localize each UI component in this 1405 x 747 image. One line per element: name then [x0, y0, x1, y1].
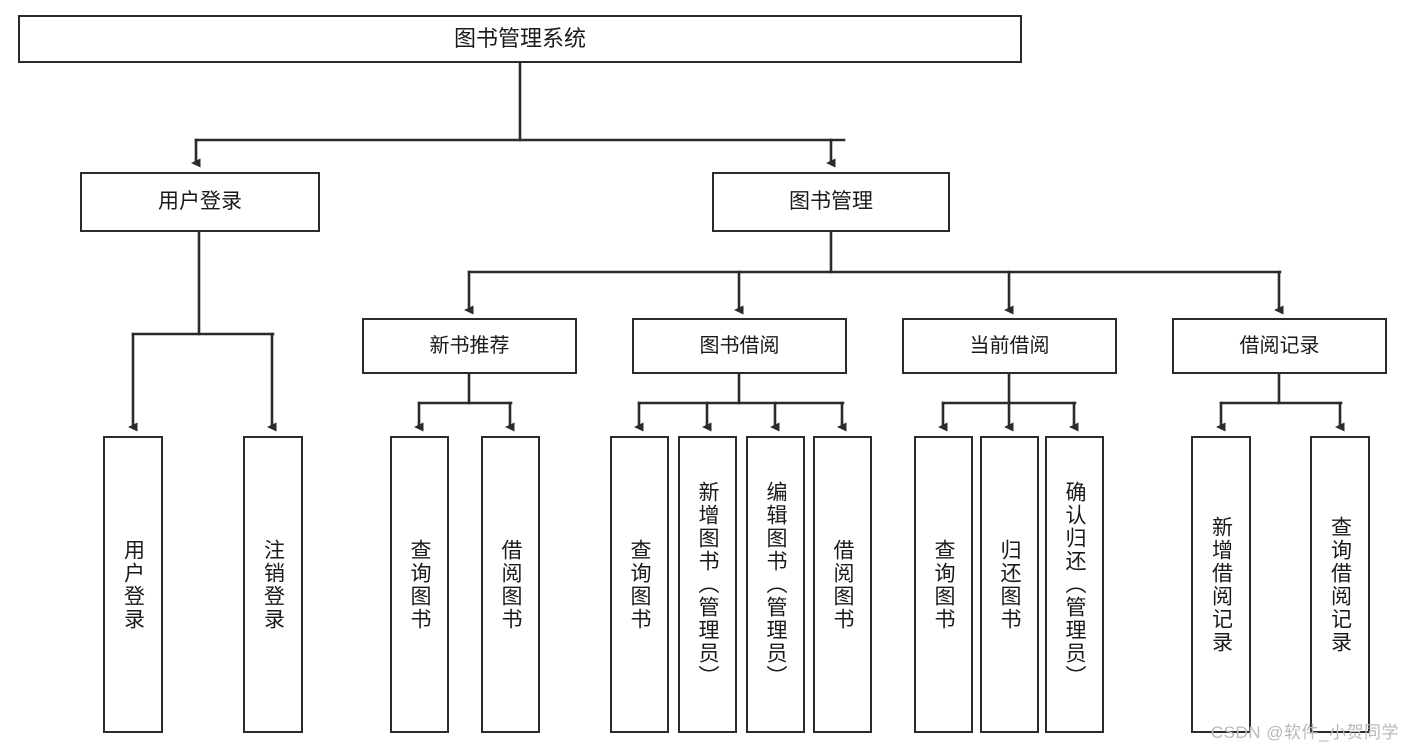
leaf-node-query-book-2-label: 查询图书: [628, 538, 651, 631]
leaf-node-add-record[interactable]: 新增借阅记录: [1191, 436, 1251, 733]
node-borrow-record-label: 借阅记录: [1239, 334, 1320, 357]
node-root-label: 图书管理系统: [453, 25, 586, 51]
leaf-node-edit-book-label: 编辑图书（管理员）: [764, 481, 787, 688]
node-current-borrow[interactable]: 当前借阅: [902, 318, 1117, 374]
node-book-borrow[interactable]: 图书借阅: [632, 318, 847, 374]
leaf-node-query-book-3[interactable]: 查询图书: [914, 436, 973, 733]
node-book-manage-label: 图书管理: [789, 190, 873, 214]
leaf-node-logout-login-label: 注销登录: [261, 538, 285, 631]
leaf-node-add-book[interactable]: 新增图书（管理员）: [678, 436, 737, 733]
leaf-node-return-book[interactable]: 归还图书: [980, 436, 1039, 733]
leaf-node-confirm-return[interactable]: 确认归还（管理员）: [1045, 436, 1104, 733]
node-new-book-recommend[interactable]: 新书推荐: [362, 318, 577, 374]
node-root-book-management-system[interactable]: 图书管理系统: [18, 15, 1022, 63]
leaf-node-confirm-return-label: 确认归还（管理员）: [1063, 481, 1086, 688]
leaf-node-add-record-label: 新增借阅记录: [1209, 515, 1233, 654]
leaf-node-borrow-book-2[interactable]: 借阅图书: [813, 436, 872, 733]
leaf-node-borrow-book-2-label: 借阅图书: [831, 538, 854, 631]
leaf-node-query-record-label: 查询借阅记录: [1328, 515, 1352, 654]
leaf-node-edit-book[interactable]: 编辑图书（管理员）: [746, 436, 805, 733]
leaf-node-query-book-3-label: 查询图书: [932, 538, 955, 631]
node-book-manage[interactable]: 图书管理: [712, 172, 950, 232]
leaf-node-query-book-1-label: 查询图书: [408, 538, 431, 631]
leaf-node-query-book-2[interactable]: 查询图书: [610, 436, 669, 733]
leaf-node-user-login-label: 用户登录: [121, 538, 145, 631]
node-user-login[interactable]: 用户登录: [80, 172, 320, 232]
leaf-node-query-record[interactable]: 查询借阅记录: [1310, 436, 1370, 733]
node-book-borrow-label: 图书借阅: [699, 334, 780, 357]
node-borrow-record[interactable]: 借阅记录: [1172, 318, 1387, 374]
leaf-node-borrow-book-1[interactable]: 借阅图书: [481, 436, 540, 733]
leaf-node-borrow-book-1-label: 借阅图书: [499, 538, 522, 631]
node-user-login-label: 用户登录: [158, 190, 242, 214]
node-new-book-recommend-label: 新书推荐: [429, 334, 510, 357]
leaf-node-return-book-label: 归还图书: [998, 538, 1021, 631]
leaf-node-query-book-1[interactable]: 查询图书: [390, 436, 449, 733]
leaf-node-user-login[interactable]: 用户登录: [103, 436, 163, 733]
leaf-node-logout-login[interactable]: 注销登录: [243, 436, 303, 733]
node-current-borrow-label: 当前借阅: [969, 334, 1050, 357]
leaf-node-add-book-label: 新增图书（管理员）: [696, 481, 719, 688]
